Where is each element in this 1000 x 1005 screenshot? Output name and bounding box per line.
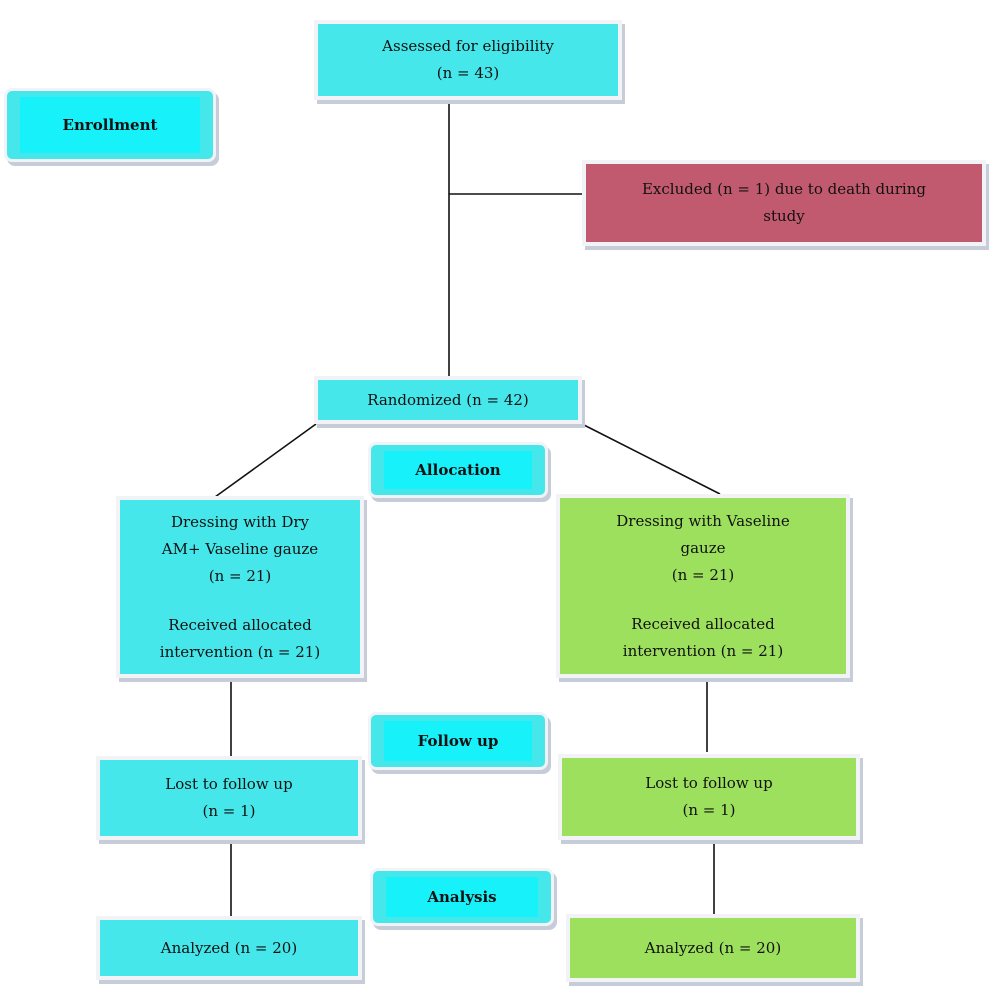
left-lost-line2: (n = 1) [202, 802, 256, 820]
randomized-box: Randomized (n = 42) [314, 376, 582, 424]
left-analyzed-box: Analyzed (n = 20) [96, 916, 362, 980]
right-allocation-box: Dressing with Vaseline gauze (n = 21) Re… [556, 494, 850, 678]
connector-randomized-to-right-arm [581, 423, 721, 495]
right-lost-line2: (n = 1) [682, 801, 736, 819]
right-allocation-line1: Dressing with Vaseline [616, 511, 790, 530]
right-allocation-n: (n = 21) [671, 565, 735, 584]
excluded-line1: Excluded (n = 1) due to death during [641, 180, 926, 198]
right-received-line2: intervention (n = 21) [622, 641, 784, 660]
left-allocation-box: Dressing with Dry AM+ Vaseline gauze (n … [116, 496, 364, 678]
stage-allocation-label: Allocation [384, 451, 532, 489]
stage-analysis: Analysis [370, 868, 554, 926]
right-lost-box: Lost to follow up (n = 1) [558, 754, 860, 840]
connector-randomized-to-left-arm [214, 423, 317, 498]
right-analyzed-box: Analyzed (n = 20) [566, 914, 860, 982]
assessed-line1: Assessed for eligibility [382, 37, 554, 55]
left-allocation-n: (n = 21) [208, 566, 272, 585]
excluded-box: Excluded (n = 1) due to death during stu… [582, 160, 986, 246]
left-received-line2: intervention (n = 21) [159, 642, 321, 661]
stage-enrollment: Enrollment [4, 88, 216, 162]
right-lost-line1: Lost to follow up [645, 774, 773, 792]
right-received-line1: Received allocated [631, 614, 775, 633]
left-lost-box: Lost to follow up (n = 1) [96, 756, 362, 840]
assessed-line2: (n = 43) [436, 64, 500, 82]
left-received-line1: Received allocated [168, 615, 312, 634]
left-allocation-line1: Dressing with Dry [170, 512, 310, 531]
stage-enrollment-label: Enrollment [20, 97, 200, 153]
right-analyzed-label: Analyzed (n = 20) [644, 938, 782, 957]
left-allocation-line2: AM+ Vaseline gauze [161, 539, 319, 558]
right-allocation-line2: gauze [680, 538, 726, 557]
stage-allocation: Allocation [368, 442, 548, 498]
stage-follow-up-label: Follow up [384, 721, 532, 761]
stage-analysis-label: Analysis [386, 877, 538, 917]
left-analyzed-label: Analyzed (n = 20) [160, 938, 298, 957]
stage-follow-up: Follow up [368, 712, 548, 770]
left-lost-line1: Lost to follow up [165, 775, 293, 793]
excluded-line2: study [763, 207, 805, 225]
randomized-label: Randomized (n = 42) [367, 390, 529, 409]
assessed-box: Assessed for eligibility (n = 43) [314, 20, 622, 100]
